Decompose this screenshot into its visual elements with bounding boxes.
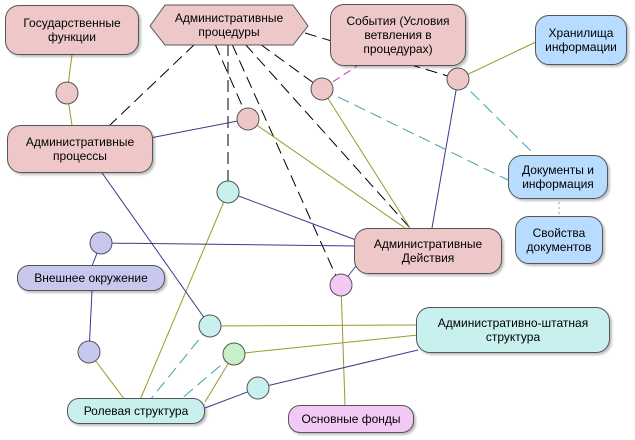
junction-circle[interactable] bbox=[89, 231, 113, 255]
edge-junction-deistviya bbox=[321, 88, 411, 229]
node-osnovnye-fondy[interactable]: Основные фонды bbox=[288, 405, 414, 433]
edge-procedury-junction bbox=[214, 43, 249, 120]
edge-junction-dokumenty bbox=[321, 88, 509, 181]
edge-junction-fondy bbox=[340, 284, 346, 406]
edge-junction-shtat bbox=[257, 349, 419, 389]
junction-circle[interactable] bbox=[310, 77, 334, 101]
junction-circle[interactable] bbox=[216, 180, 240, 204]
adm-procedury-hexagon[interactable] bbox=[149, 4, 309, 46]
edge-junction-shtat bbox=[209, 324, 419, 327]
edge-protsessy-junction bbox=[99, 169, 211, 327]
node-adm-shtat[interactable]: Административно-штатная структура bbox=[416, 307, 610, 353]
node-adm-protsessy[interactable]: Административные процессы bbox=[7, 125, 153, 173]
edge-procedury-junction bbox=[259, 43, 323, 90]
junction-circle[interactable] bbox=[222, 342, 246, 366]
junction-circle[interactable] bbox=[55, 81, 79, 105]
junction-circle[interactable] bbox=[77, 340, 101, 364]
node-rolevaya[interactable]: Ролевая структура bbox=[67, 398, 205, 424]
node-dokumenty[interactable]: Документы и информация bbox=[508, 155, 608, 199]
edge-junction-deistviya bbox=[227, 191, 357, 241]
junction-circle[interactable] bbox=[246, 376, 270, 400]
junction-circle[interactable] bbox=[446, 67, 470, 91]
edge-procedury-deistviya bbox=[244, 43, 411, 229]
edge-junction-shtat bbox=[233, 334, 419, 355]
junction-circle[interactable] bbox=[329, 273, 353, 297]
node-adm-procedury[interactable]: Административные процедуры bbox=[174, 11, 284, 39]
edge-procedury-junction bbox=[231, 43, 341, 286]
edge-junction-dokumenty bbox=[457, 78, 536, 156]
edge-junction-deistviya bbox=[431, 78, 459, 229]
edge-junction-rolevaya bbox=[139, 191, 229, 401]
junction-circle[interactable] bbox=[236, 107, 260, 131]
edge-protsessy-junction bbox=[149, 118, 249, 139]
node-khranilishcha[interactable]: Хранилища информации bbox=[535, 15, 627, 65]
edge-junction-khranilishcha bbox=[457, 39, 541, 80]
node-sobytiya[interactable]: События (Условия ветвления в процедурах) bbox=[330, 4, 466, 66]
edge-procedury-protsessy bbox=[109, 43, 196, 126]
node-adm-deistviya[interactable]: Административные Действия bbox=[354, 228, 502, 274]
node-svoistva[interactable]: Свойства документов bbox=[515, 216, 603, 264]
edge-junction-deistviya bbox=[100, 242, 357, 247]
edge-junction-rolevaya bbox=[179, 353, 235, 401]
edge-junction-rolevaya bbox=[149, 325, 211, 401]
edge-junction-deistviya bbox=[247, 118, 406, 229]
node-gos-funktsii[interactable]: Государственные функции bbox=[5, 5, 139, 55]
junction-circle[interactable] bbox=[198, 314, 222, 338]
node-vneshnee-okruzhenie[interactable]: Внешнее окружение bbox=[17, 265, 165, 291]
